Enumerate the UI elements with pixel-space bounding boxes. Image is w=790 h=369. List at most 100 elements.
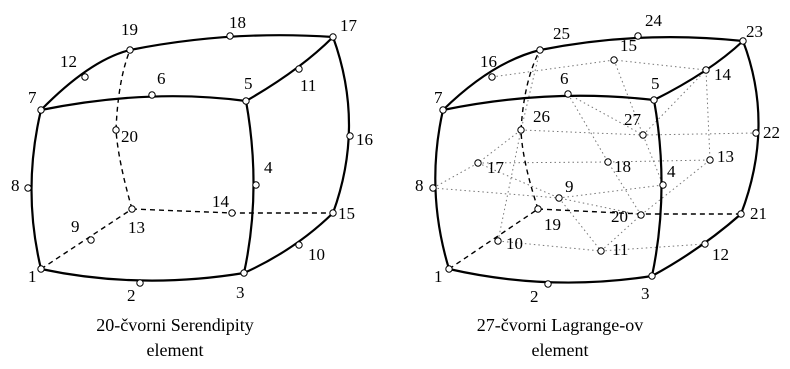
node-marker — [634, 32, 642, 40]
node-marker — [329, 209, 337, 217]
node-label: 14 — [212, 192, 230, 211]
node-marker — [752, 129, 760, 137]
node-label: 17 — [340, 16, 358, 35]
node-label: 8 — [415, 176, 424, 195]
node-label: 23 — [746, 22, 763, 41]
hidden-edge — [448, 208, 539, 270]
node-marker — [564, 90, 572, 98]
node-label: 1 — [28, 267, 37, 286]
interior-grid — [432, 49, 757, 252]
node-marker — [81, 73, 89, 81]
node-marker — [439, 106, 447, 114]
caption-line-1: 27-čvorni Lagrange-ov — [477, 315, 643, 335]
node-marker — [136, 279, 144, 287]
node-label: 11 — [612, 240, 628, 259]
node-label: 17 — [487, 158, 505, 177]
caption-line-2: element — [147, 340, 204, 360]
top-face-edge — [40, 34, 334, 111]
hidden-edge — [40, 208, 133, 270]
node-label: 14 — [714, 65, 732, 84]
node-label: 25 — [553, 24, 570, 43]
node-label: 8 — [11, 176, 20, 195]
right-face-edge — [243, 212, 334, 275]
node-label: 10 — [308, 245, 325, 264]
top-face-edge — [245, 36, 334, 102]
node-marker — [610, 56, 618, 64]
node-marker — [24, 184, 32, 192]
front-face-edge — [650, 99, 663, 277]
hidden-edge — [115, 49, 133, 210]
caption-line-1: 20-čvorni Serendipity — [96, 315, 253, 335]
node-label: 21 — [750, 204, 767, 223]
node-marker — [639, 131, 647, 139]
node-label: 22 — [763, 123, 780, 142]
node-marker — [702, 66, 710, 74]
node-label: 2 — [127, 286, 136, 305]
node-marker — [346, 132, 354, 140]
node-marker — [128, 205, 136, 213]
node-marker — [252, 181, 260, 189]
node-label: 24 — [645, 11, 663, 30]
node-label: 11 — [300, 76, 316, 95]
node-marker — [488, 73, 496, 81]
node-label: 4 — [667, 162, 676, 181]
node-label: 18 — [229, 13, 246, 32]
right-face-edge — [331, 36, 351, 214]
front-face-edge — [242, 100, 255, 274]
node-label: 13 — [128, 218, 145, 237]
node-label: 18 — [614, 157, 631, 176]
node-label: 10 — [506, 234, 523, 253]
node-marker — [295, 241, 303, 249]
node-label: 16 — [480, 52, 497, 71]
node-label: 4 — [264, 158, 273, 177]
node-label: 27 — [624, 110, 642, 129]
node-marker — [126, 46, 134, 54]
right-face-edge — [739, 40, 760, 215]
node-marker — [739, 37, 747, 45]
node-marker — [597, 247, 605, 255]
node-label: 6 — [157, 69, 166, 88]
front-face-edge — [40, 267, 245, 282]
node-marker — [474, 159, 482, 167]
node-marker — [637, 211, 645, 219]
node-marker — [37, 265, 45, 273]
node-marker — [659, 181, 667, 189]
node-label: 3 — [236, 283, 245, 302]
node-marker — [228, 209, 236, 217]
node-label: 5 — [244, 74, 253, 93]
node-marker — [536, 46, 544, 54]
node-marker — [648, 272, 656, 280]
node-marker — [517, 126, 525, 134]
node-label: 2 — [530, 287, 539, 306]
node-marker — [429, 184, 437, 192]
node-marker — [37, 106, 45, 114]
node-label: 12 — [60, 52, 77, 71]
node-marker — [544, 280, 552, 288]
node-label: 20 — [611, 207, 628, 226]
node-marker — [226, 32, 234, 40]
node-label: 16 — [356, 130, 373, 149]
front-face-edge — [30, 109, 43, 270]
node-label: 9 — [71, 217, 80, 236]
node-label: 5 — [651, 74, 660, 93]
node-marker — [148, 91, 156, 99]
node-marker — [555, 194, 563, 202]
node-marker — [701, 240, 709, 248]
node-label: 6 — [560, 69, 569, 88]
node-marker — [737, 210, 745, 218]
node-label: 26 — [533, 107, 550, 126]
node-label: 1 — [434, 267, 443, 286]
node-label: 13 — [717, 147, 734, 166]
node-marker — [87, 236, 95, 244]
node-marker — [534, 205, 542, 213]
node-marker — [650, 96, 658, 104]
node-marker — [240, 269, 248, 277]
node-label: 7 — [28, 88, 37, 107]
node-label: 20 — [121, 127, 138, 146]
node-marker — [604, 158, 612, 166]
front-face-edge — [442, 94, 655, 112]
node-label: 9 — [565, 177, 574, 196]
